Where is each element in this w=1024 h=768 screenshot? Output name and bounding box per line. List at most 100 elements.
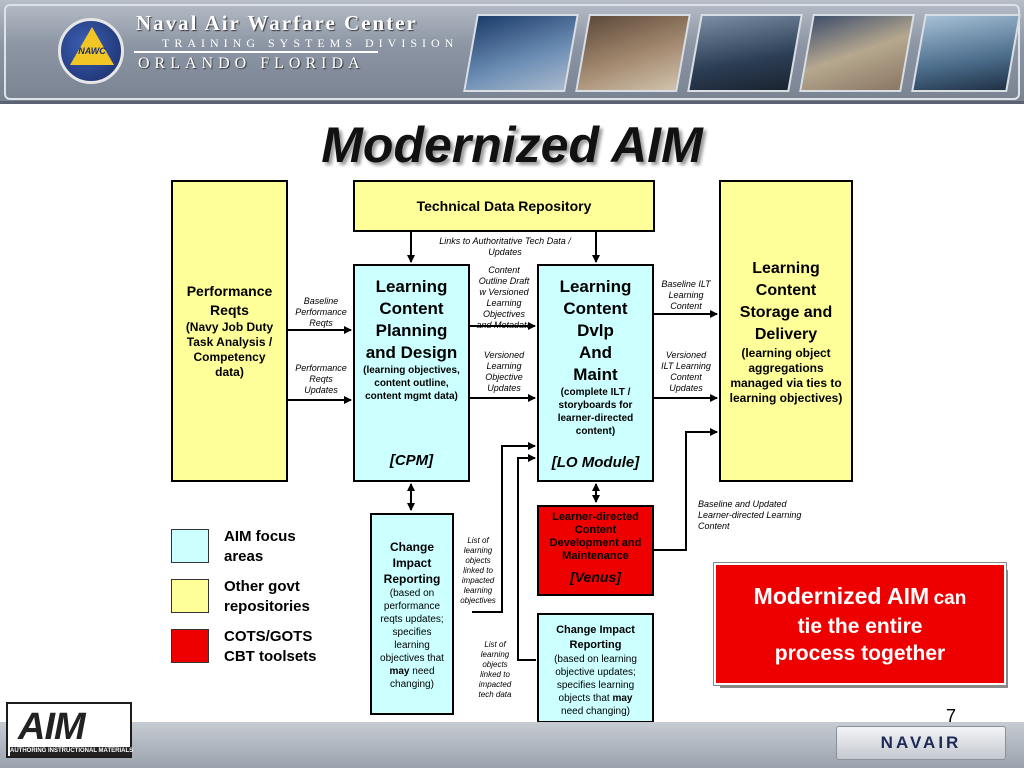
legend-label-govt: Other govt repositories (224, 577, 310, 617)
lo-module-tag: [LO Module] (551, 454, 640, 471)
baseline-perf-label-2: Performance (295, 307, 347, 317)
perf-detail-1: (Navy Job Duty (185, 320, 274, 334)
list1-label-2: learning (463, 546, 493, 555)
tdr-label: Technical Data Repository (416, 198, 592, 214)
cir2-title-1: Change Impact (556, 624, 635, 636)
perf-updates-label-2: Reqts (309, 374, 333, 384)
outline-label-1: Content (488, 265, 520, 275)
links-label: Links to Authoritative Tech Data / Updat… (420, 236, 590, 258)
lcpd-detail-3: content mgmt data) (365, 391, 458, 402)
list2-label-5: impacted (478, 680, 512, 689)
change-impact-reporting-box-1: Change Impact Reporting (based on perfor… (370, 513, 454, 715)
venus-tag: [Venus] (570, 569, 621, 585)
lcsd-title-3: Storage and (739, 304, 833, 321)
perf-updates-label: Performance Reqts Updates (290, 363, 352, 396)
cir2-title-2: Reporting (569, 639, 622, 651)
venus-box: Learner-directed Content Development and… (537, 505, 654, 596)
baseline-perf-label-1: Baseline (303, 296, 339, 306)
versioned-lo-label: Versioned Learning Objective Updates (472, 350, 536, 394)
callout-line-1: Modernized AIM can (716, 583, 1004, 613)
list2-label: List of learning objects linked to impac… (472, 640, 518, 700)
cir1-title-2: Impact (392, 556, 432, 570)
header-rule (134, 51, 378, 53)
slide-title: Modernized AIM (321, 117, 703, 173)
lcsd-detail-3: managed via ties to (730, 376, 842, 390)
baseline-ilt-label-3: Content (670, 301, 702, 311)
lcsd-detail-1: (learning object (741, 346, 831, 360)
cir2-detail-2: objective updates; (555, 667, 636, 678)
versioned-ilt-label-1: Versioned (665, 350, 707, 360)
perf-detail-2: Task Analysis / (186, 335, 273, 349)
outline-label: Content Outline Draft w Versioned Learni… (472, 265, 536, 331)
cir2-detail-5: need changing) (561, 706, 630, 717)
lcsd-detail-4: learning objectives) (729, 391, 843, 405)
cir2-emph: may (612, 693, 633, 704)
cir1-detail-7: may need (372, 665, 452, 678)
list1-label: List of learning objects linked to impac… (455, 536, 501, 606)
baseline-ilt-label-2: Learning (668, 290, 704, 300)
learning-content-storage-box: Learning Content Storage and Delivery (l… (719, 180, 853, 482)
lcdm-title-3: Dvlp (577, 321, 614, 340)
lcpd-detail-2: content outline, (374, 378, 449, 389)
links-label-1: Links to Authoritative Tech Data / (439, 236, 571, 246)
list2-label-4: linked to (480, 670, 510, 679)
callout-small: can (933, 588, 967, 609)
baseline-updated-label-3: Content (698, 521, 730, 531)
venus-title-1: Learner-directed (552, 511, 639, 523)
cir1-detail-1: (based on (389, 588, 435, 599)
cir2-detail-1: (based on learning (554, 654, 637, 665)
learning-content-dvlp-box: Learning Content Dvlp And Maint (complet… (537, 264, 654, 482)
list1-label-5: impacted (461, 576, 495, 585)
lcsd-title-4: Delivery (754, 326, 818, 343)
list1-label-6: learning (463, 586, 493, 595)
cir1-detail-5: learning (394, 640, 430, 651)
perf-updates-label-3: Updates (304, 385, 338, 395)
header-frame (4, 4, 1020, 100)
legend-swatch-cots (171, 629, 209, 663)
perf-title-1: Performance (186, 283, 273, 299)
cir1-detail-need: need (412, 666, 435, 677)
lcpd-title-2: Content (379, 299, 444, 318)
perf-detail-3: Competency (193, 350, 266, 364)
versioned-lo-label-3: Objective (485, 372, 523, 382)
outline-label-6: and Metadata (476, 320, 532, 330)
cir1-detail-2: performance (383, 601, 441, 612)
lcdm-title-5: Maint (573, 365, 618, 384)
lcdm-detail-4: content) (575, 426, 616, 437)
baseline-updated-label-1: Baseline and Updated (698, 499, 787, 509)
list2-loop-arrow (517, 454, 536, 661)
header-location: ORLANDO FLORIDA (138, 55, 365, 72)
lcsd-title-2: Content (755, 282, 817, 299)
outline-label-2: Outline Draft (478, 276, 530, 286)
cir1-title-1: Change (389, 540, 434, 554)
versioned-ilt-label-4: Updates (669, 383, 703, 393)
baseline-ilt-label: Baseline ILT Learning Content (654, 279, 718, 312)
list1-label-3: objects (465, 556, 491, 565)
venus-title-4: Maintenance (562, 550, 629, 562)
venus-to-lcsd-arrow (654, 428, 718, 551)
cir2-detail-4: objects that may (539, 692, 652, 705)
legend-swatch-govt (171, 579, 209, 613)
versioned-ilt-label-3: Content (670, 372, 702, 382)
aim-logo: AIM AUTHORING INSTRUCTIONAL MATERIALS (6, 702, 133, 758)
versioned-ilt-label: Versioned ILT Learning Content Updates (654, 350, 718, 394)
ship-photo (687, 14, 803, 92)
header-banner: NAWC Naval Air Warfare Center TRAINING S… (0, 0, 1024, 104)
sailors-photo (799, 14, 915, 92)
cpm-tag: [CPM] (389, 452, 434, 469)
list1-label-7: objectives (460, 596, 496, 605)
legend-cots-1: COTS/GOTS (224, 628, 313, 645)
outline-label-5: Objectives (482, 309, 526, 319)
baseline-updated-label-2: Learner-directed Learning (698, 510, 802, 520)
lcdm-detail-2: storyboards for (558, 400, 633, 411)
venus-title-2: Content (574, 524, 617, 536)
cir1-detail-4: specifies (392, 627, 432, 638)
change-impact-reporting-box-2: Change Impact Reporting (based on learni… (537, 613, 654, 723)
lcdm-title-4: And (578, 343, 613, 362)
baseline-perf-label: Baseline Performance Reqts (290, 296, 352, 329)
submarine-photo (911, 14, 1021, 92)
cir1-detail-3: reqts updates; (380, 614, 444, 625)
baseline-perf-label-3: Reqts (309, 318, 333, 328)
cir1-detail-6: objectives that (380, 653, 444, 664)
versioned-lo-label-4: Updates (487, 383, 521, 393)
